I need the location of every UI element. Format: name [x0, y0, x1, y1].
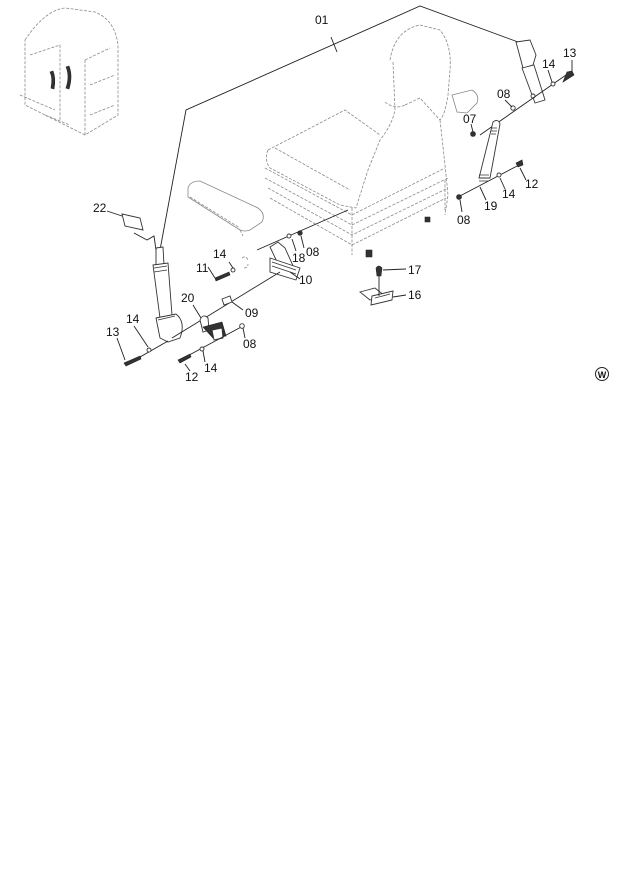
bolt-17-icon: [375, 265, 383, 277]
callout-labels: 01 13 14 08 07 12 14 19 08 22 14 18 08 1…: [93, 13, 577, 384]
bracket-10: [269, 241, 301, 281]
callout-01: 01: [315, 13, 329, 27]
view-marker: W: [595, 367, 609, 381]
door-handle-icon: [65, 65, 72, 90]
seat-mount-bolt-icon: [365, 249, 373, 258]
washer-14-icon: [550, 81, 556, 87]
belt-tongue-22: [121, 213, 144, 231]
callout-12: 12: [525, 177, 539, 191]
operator-seat: [264, 24, 479, 258]
callout-11: 11: [196, 261, 209, 275]
callout-09: 09: [245, 306, 259, 320]
washer-18-icon: [286, 233, 292, 239]
callout-08: 08: [457, 213, 471, 227]
door-handle-icon: [49, 70, 56, 90]
washer-14-icon: [230, 267, 236, 273]
leader-01: [159, 5, 519, 251]
callout-08: 08: [306, 245, 320, 259]
left-belt-retractor: [152, 246, 183, 343]
callout-13: 13: [106, 325, 120, 339]
cab-location-thumbnail: [19, 7, 119, 136]
nut-08-icon: [456, 194, 462, 200]
callout-12: 12: [185, 370, 199, 384]
bracket-16: [359, 287, 394, 306]
nut-07-icon: [470, 131, 476, 137]
callout-14: 14: [502, 187, 516, 201]
washer-14-icon: [199, 346, 205, 352]
callout-19: 19: [484, 199, 498, 213]
washer-14-icon: [496, 172, 502, 178]
callout-14: 14: [204, 361, 218, 375]
callout-22: 22: [93, 201, 107, 215]
view-marker-label: W: [598, 370, 607, 380]
leader-lines: [106, 60, 573, 372]
right-buckle: [515, 39, 546, 104]
callout-17: 17: [408, 263, 422, 277]
bolt-13-icon: [123, 355, 142, 367]
callout-14: 14: [126, 312, 140, 326]
bolt-11-icon: [214, 271, 231, 282]
callout-18: 18: [292, 251, 306, 265]
callout-10: 10: [299, 273, 313, 287]
callout-14: 14: [542, 57, 556, 71]
callout-13: 13: [563, 46, 577, 60]
anchor-20: [199, 315, 227, 341]
callout-16: 16: [408, 288, 422, 302]
callout-14: 14: [213, 247, 227, 261]
callout-08: 08: [243, 337, 257, 351]
bolt-12-icon: [515, 159, 524, 168]
bolt-13-icon: [562, 70, 575, 83]
nut-08-icon: [297, 230, 303, 236]
right-belt-strap-19: [478, 119, 501, 182]
spacer-09-icon: [221, 295, 233, 306]
bolt-12-icon: [177, 353, 192, 364]
washer-14-icon: [146, 347, 152, 353]
callout-07: 07: [463, 112, 477, 126]
callout-20: 20: [181, 291, 195, 305]
left-armrest: [187, 180, 264, 237]
callout-08: 08: [497, 87, 511, 101]
nut-08-icon: [239, 323, 245, 329]
